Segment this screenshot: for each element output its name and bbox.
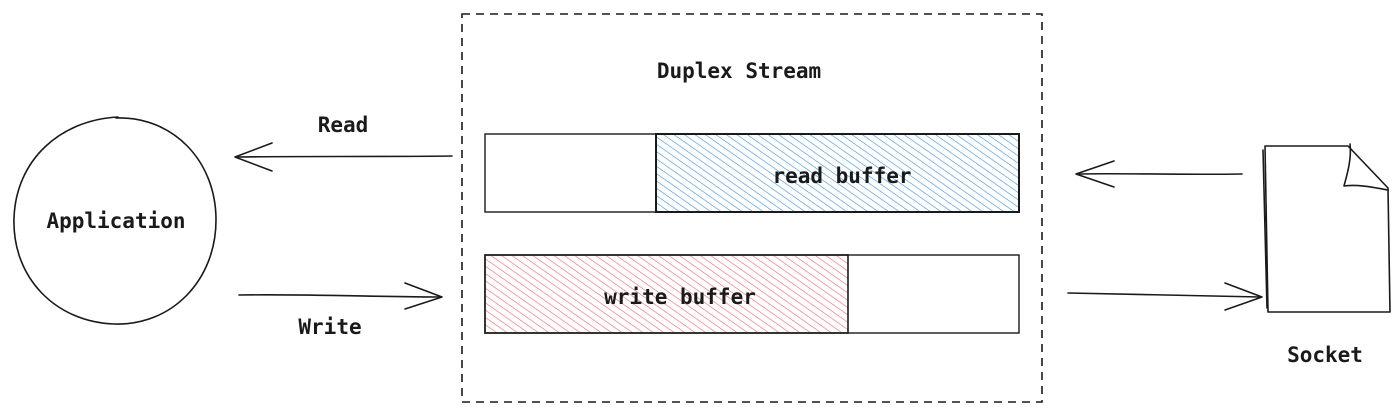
write-label: Write (298, 315, 361, 339)
read-arrow: Read (234, 113, 453, 172)
socket-document-fold (1343, 143, 1389, 191)
socket-node: Socket (1262, 143, 1391, 367)
application-label: Application (46, 209, 185, 233)
read-arrowhead (234, 142, 273, 172)
write-buffer: write buffer (484, 254, 1020, 334)
write-buffer-fill (484, 254, 849, 334)
write-arrow: Write (238, 282, 443, 339)
stream-to-socket-arrowhead (1224, 282, 1263, 311)
socket-document-icon (1264, 145, 1391, 313)
stream-to-socket-line (1067, 292, 1261, 298)
socket-label: Socket (1287, 343, 1363, 367)
duplex-stream-container: Duplex Stream (461, 13, 1043, 403)
read-buffer-fill (655, 133, 1020, 213)
write-arrowhead (404, 282, 443, 310)
read-arrow-line (235, 155, 453, 158)
read-buffer: read buffer (484, 133, 1020, 213)
duplex-stream-border (461, 13, 1043, 403)
write-arrow-line (238, 293, 441, 298)
stream-to-socket-arrow (1067, 282, 1263, 311)
socket-document-edge (1262, 149, 1268, 309)
read-label: Read (318, 113, 369, 137)
socket-to-stream-arrowhead (1075, 160, 1115, 188)
socket-to-stream-line (1077, 172, 1243, 176)
application-node: Application (13, 116, 217, 325)
write-buffer-label: write buffer (604, 285, 756, 309)
read-buffer-label: read buffer (772, 164, 911, 188)
application-circle (13, 116, 217, 325)
duplex-stream-title: Duplex Stream (657, 59, 821, 83)
socket-to-stream-arrow (1075, 160, 1243, 188)
